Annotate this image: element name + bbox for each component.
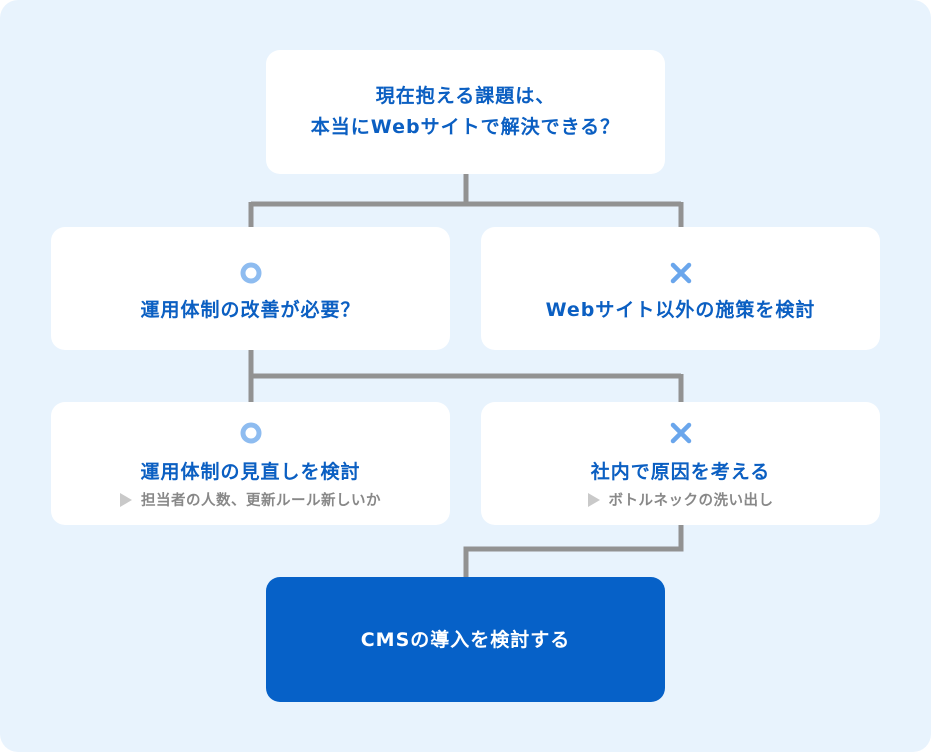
connector-level1-to-level2 [248,350,684,402]
cross-mark-icon [670,262,691,284]
question-box: 現在抱える課題は、 本当にWebサイトで解決できる？ [266,50,665,174]
connector-question-to-level1 [248,174,684,227]
connector-level2-to-result [463,525,684,578]
level1-no-label: Webサイト以外の施策を検討 [545,299,816,321]
level2-no-note-text: ボトルネックの洗い出し [608,493,774,509]
result-label: CMSの導入を検討する [360,629,571,651]
level2-no-label: 社内で原因を考える [590,461,771,483]
level1-no-box: Webサイト以外の施策を検討 [481,227,880,350]
level2-yes-box: 運用体制の見直しを検討 担当者の人数、更新ルール新しいか [51,402,450,525]
level1-yes-label: 運用体制の改善が必要？ [140,299,361,321]
question-line-2: 本当にWebサイトで解決できる？ [310,116,621,138]
cross-mark-icon [670,422,691,444]
result-box: CMSの導入を検討する [266,577,665,702]
play-triangle-icon [587,493,600,507]
circle-mark-icon [240,262,261,284]
level2-yes-note-text: 担当者の人数、更新ルール新しいか [141,493,381,509]
level1-yes-box: 運用体制の改善が必要？ [51,227,450,350]
circle-mark-icon [240,422,261,444]
level2-yes-label: 運用体制の見直しを検討 [140,461,361,483]
level2-no-note: ボトルネックの洗い出し [481,489,880,510]
question-line-1: 現在抱える課題は、 [375,85,556,107]
level2-yes-note: 担当者の人数、更新ルール新しいか [51,489,450,510]
level2-no-box: 社内で原因を考える ボトルネックの洗い出し [481,402,880,525]
play-triangle-icon [120,493,132,507]
